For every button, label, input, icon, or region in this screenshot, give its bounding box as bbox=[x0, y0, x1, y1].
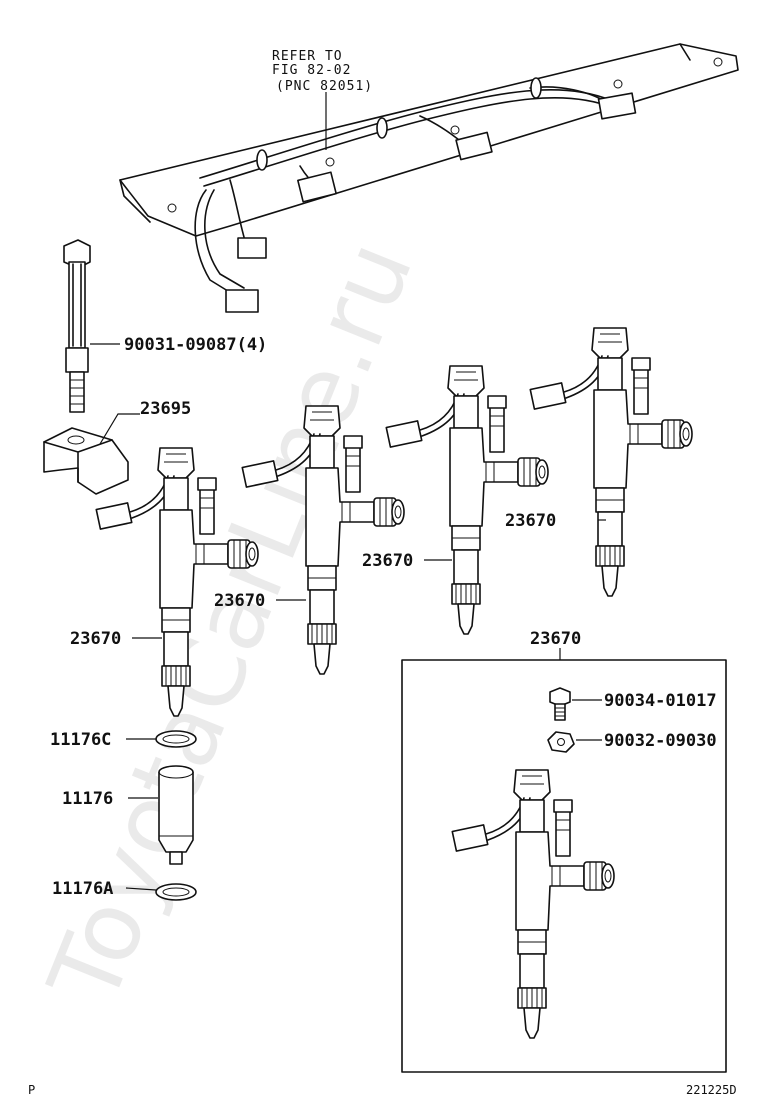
callout-bolt: 90031-09087(4) bbox=[124, 335, 267, 355]
callout-injector-left: 23670 bbox=[70, 629, 121, 649]
callout-inset-nut: 90032-09030 bbox=[604, 731, 717, 751]
corner-left-label: P bbox=[28, 1083, 35, 1097]
inset-nut bbox=[547, 731, 602, 753]
inset-injector bbox=[451, 769, 615, 1039]
figure-number: 221225D bbox=[686, 1083, 737, 1097]
callout-injector-mid-right: 23670 bbox=[362, 551, 413, 571]
callout-inset: 23670 bbox=[530, 629, 581, 649]
inset-frame bbox=[401, 659, 727, 1073]
wire-harness-rail bbox=[119, 43, 739, 313]
nozzle-sleeve bbox=[128, 765, 194, 865]
callout-injector-mid-left: 23670 bbox=[214, 591, 265, 611]
callout-injector-right: 23670 bbox=[505, 511, 556, 531]
refer-note-line3: (PNC 82051) bbox=[276, 79, 373, 94]
refer-note-line2: FIG 82-02 bbox=[272, 63, 351, 78]
callout-sleeve: 11176 bbox=[62, 789, 113, 809]
callout-inset-bolt: 90034-01017 bbox=[604, 691, 717, 711]
inset-bolt bbox=[549, 687, 602, 721]
callout-gasket-a: 11176A bbox=[52, 879, 113, 899]
callout-clamp: 23695 bbox=[140, 399, 191, 419]
gasket-11176a bbox=[125, 883, 197, 901]
injector-mid-right bbox=[385, 365, 549, 635]
callout-gasket-c: 11176C bbox=[50, 730, 111, 750]
gasket-11176c bbox=[126, 730, 197, 748]
injector-clamp bbox=[43, 413, 140, 495]
injector-right bbox=[529, 327, 693, 597]
long-bolt bbox=[63, 239, 120, 413]
refer-note-line1: REFER TO bbox=[272, 49, 343, 64]
